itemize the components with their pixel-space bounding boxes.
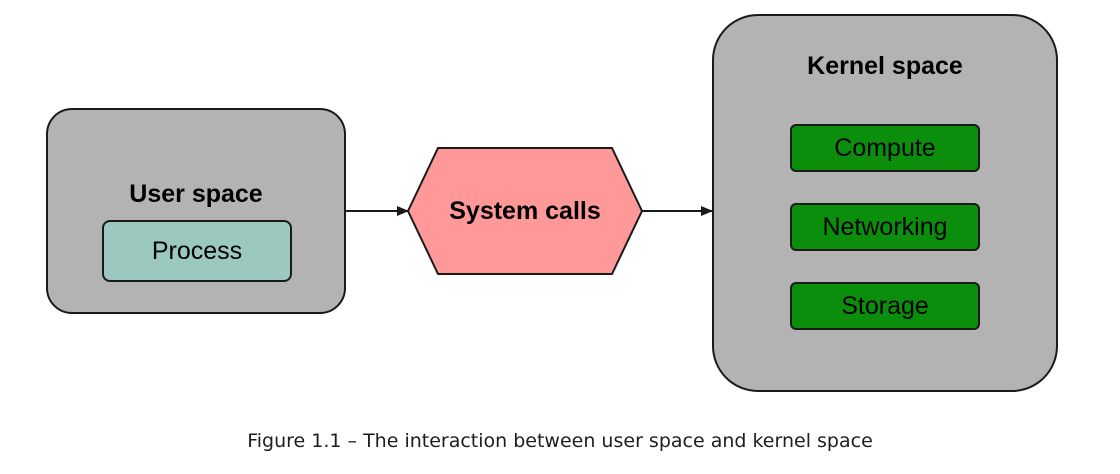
- kernel-space-title: Kernel space: [807, 52, 963, 80]
- process-box: Process: [102, 220, 292, 282]
- system-calls-label: System calls: [449, 196, 601, 225]
- storage-box: Storage: [790, 282, 980, 330]
- kernel-space-box: Kernel space Compute Networking Storage: [712, 14, 1058, 392]
- user-space-title: User space: [129, 180, 263, 208]
- figure-caption: Figure 1.1 – The interaction between use…: [247, 430, 873, 452]
- compute-box: Compute: [790, 124, 980, 172]
- user-space-box: User space Process: [46, 108, 346, 314]
- networking-box: Networking: [790, 203, 980, 251]
